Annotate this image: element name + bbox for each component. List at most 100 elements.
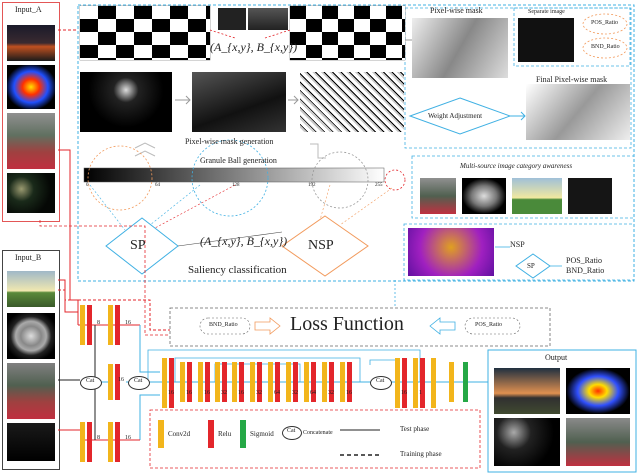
sp-diamond-right: [515, 253, 551, 279]
separate-image-thumb: [518, 18, 574, 62]
dec-relu-11: [402, 358, 407, 408]
right-panel-frame: [404, 7, 632, 149]
enc-mid-relu: [115, 364, 120, 400]
pos-ratio-label: POS_Ratio: [591, 20, 619, 26]
dec-relu-12: [420, 358, 425, 408]
enc-bot-conv: [108, 422, 113, 462]
legend-box: [149, 409, 481, 469]
mask-image-2: [192, 72, 286, 132]
nsp-diamond: [281, 215, 369, 277]
bnd-ratio-label: BND_Ratio: [591, 44, 620, 50]
enc-mid-16: 16: [118, 377, 124, 383]
enc-top-8: 8: [97, 320, 100, 326]
dec-label-0: 16: [168, 390, 174, 396]
legend-test-label: Test phase: [400, 425, 430, 433]
classification-frame: [403, 223, 635, 281]
dec-relu-1: [187, 362, 192, 402]
dec-conv-2: [198, 362, 203, 402]
input-a-label: Input_A: [15, 5, 42, 14]
dec-label-4: 16: [238, 390, 244, 396]
purple-image: [408, 228, 494, 276]
cat-node-2: Cat: [128, 376, 150, 390]
dec-conv-final: [449, 362, 454, 402]
landscape-image: [7, 271, 55, 307]
night-image-b: [7, 423, 55, 461]
ms-night: [568, 178, 612, 214]
output-sunset: [494, 368, 560, 414]
tick-0: 0: [86, 183, 89, 188]
granule-gradient-bar: [83, 167, 385, 183]
ms-city: [420, 178, 456, 214]
thumb-a2: [248, 8, 288, 30]
dec-relu-2: [205, 362, 210, 402]
checker-a-fill: [80, 6, 210, 60]
dec-relu-7: [293, 362, 298, 402]
dec-label-7: 32: [292, 390, 298, 396]
ms-landscape: [512, 178, 562, 214]
sp-diamond: [105, 217, 179, 275]
cat-node-3: Cat: [370, 376, 392, 390]
dec-relu-8: [311, 362, 316, 402]
sunset-image: [7, 25, 55, 61]
checker-b-fill: [290, 6, 405, 60]
weight-adjustment-label: Weight Adjustment: [428, 112, 483, 120]
saliency-label: Saliency classification: [188, 264, 287, 276]
pixel-wise-mask-label: Pixel-wise mask: [430, 6, 483, 15]
dec-label-6: 64: [274, 390, 280, 396]
dec-label-10: 16: [346, 390, 352, 396]
dec-conv-7: [286, 362, 291, 402]
dec-conv-8: [304, 362, 309, 402]
mask-image-1: [80, 72, 172, 132]
city-image-b: [7, 363, 55, 419]
enc-mid-conv: [108, 364, 113, 400]
dec-conv-6: [268, 362, 273, 402]
legend-relu-label: Relu: [218, 430, 232, 438]
dec-relu-3: [222, 362, 227, 402]
dec-conv-3: [215, 362, 220, 402]
thumb-a1: [218, 8, 246, 30]
legend-conv-label: Conv2d: [168, 430, 191, 438]
dec-relu-5: [257, 362, 262, 402]
loss-bnd-label: BND_Ratio: [209, 322, 238, 328]
enc-bot-16: 16: [125, 435, 131, 441]
top-dashed-frame: [77, 4, 635, 282]
formula-mid: (A_{x,y}, B_{x,y}): [200, 234, 288, 248]
input-b-panel: Input_B: [2, 250, 60, 470]
output-frame: [487, 349, 637, 473]
output-night: [494, 418, 560, 466]
output-brain: [566, 368, 630, 414]
legend-conv-swatch: [158, 420, 164, 448]
legend-training-label: Training phase: [400, 450, 442, 458]
output-city: [566, 418, 630, 466]
dec-conv-12: [413, 358, 418, 408]
dec-label-3: 32: [221, 390, 227, 396]
legend-cat-node: Cat: [282, 426, 302, 440]
dec-relu-9: [329, 362, 334, 402]
pixel-mask-generation-label: Pixel-wise mask generation: [185, 137, 274, 146]
dec-label-8: 64: [310, 390, 316, 396]
multi-source-label: Multi-source image category awareness: [460, 162, 573, 170]
tick-128: 128: [232, 183, 240, 188]
enc-top-16: 16: [125, 320, 131, 326]
legend-sigmoid-swatch: [240, 420, 246, 448]
input-b-label: Input_B: [15, 253, 42, 262]
enc-top-conv: [80, 305, 85, 345]
pixel-wise-mask-image: [412, 18, 508, 78]
separate-image-label: Separate image: [528, 9, 565, 15]
mask-image-3: [300, 72, 404, 132]
output-label: Output: [545, 353, 568, 362]
final-mask-label: Final Pixel-wise mask: [536, 75, 608, 84]
tick-64: 64: [155, 183, 160, 188]
separate-image-frame: [513, 7, 631, 67]
dec-conv-13: [431, 358, 436, 408]
pos-ratio-right-label: POS_Ratio: [566, 256, 603, 265]
nsp-label: NSP: [308, 238, 334, 253]
night-street-image: [7, 173, 55, 213]
final-mask-image: [526, 84, 630, 140]
dec-label-2: 16: [204, 390, 210, 396]
city-image: [7, 113, 55, 169]
dec-relu-10: [347, 362, 352, 402]
dec-relu-0: [169, 358, 174, 408]
ct-scan-image: [7, 313, 55, 359]
tick-255: 255: [375, 183, 383, 188]
